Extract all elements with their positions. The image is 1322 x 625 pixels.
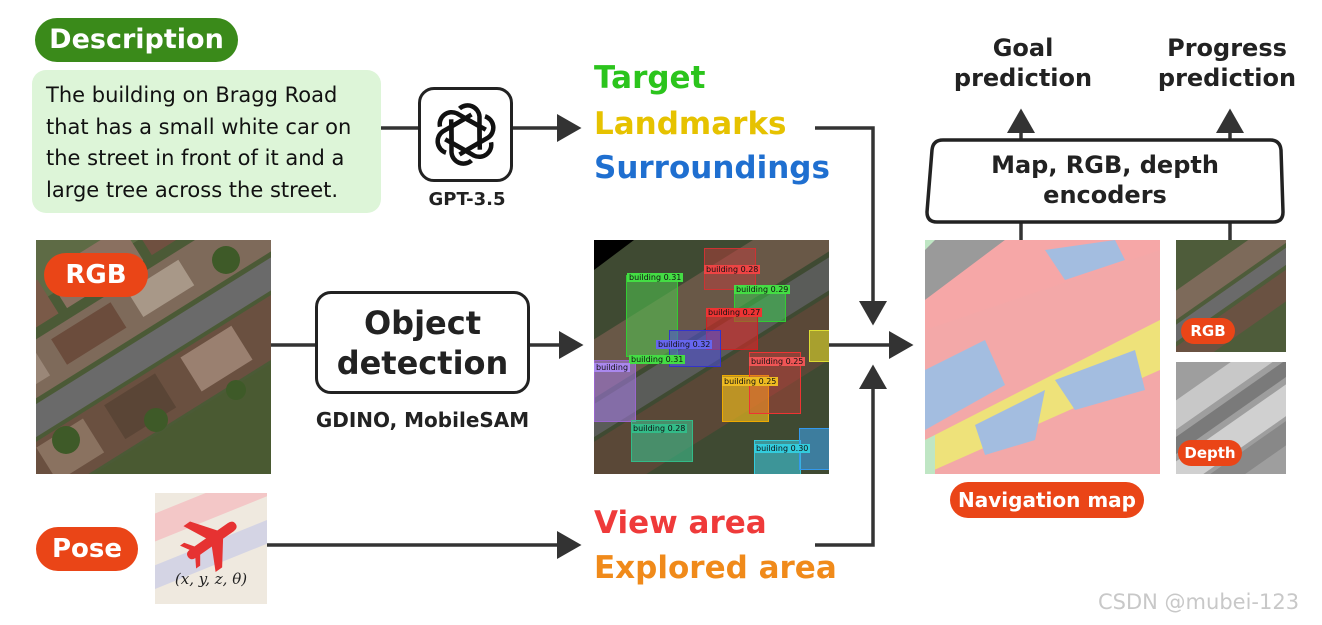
- encoders-line: Map, RGB, depth: [991, 151, 1219, 179]
- rgb-aerial-image: [36, 240, 271, 474]
- description-line: the street in front of it and a: [46, 146, 345, 170]
- description-line: large tree across the street.: [46, 177, 339, 202]
- detection-mask: [809, 330, 829, 362]
- landmarks-word: Landmarks: [594, 106, 787, 142]
- detection-label: building 0.31: [629, 355, 686, 364]
- pose-caption: (x, y, z, θ): [174, 570, 248, 588]
- encoders-label: Map, RGB, depth encoders: [960, 150, 1250, 210]
- detection-label: building 0.32: [656, 340, 713, 349]
- encoders-line: encoders: [1043, 181, 1167, 209]
- object-detection-title: Object: [363, 304, 482, 342]
- description-text-box: The building on Bragg Road that has a sm…: [32, 70, 381, 213]
- object-detection-box: Object detection: [315, 291, 530, 394]
- progress-prediction-label: Progress prediction: [1152, 33, 1302, 93]
- airplane-icon: [180, 521, 237, 572]
- watermark: CSDN @mubei-123: [1098, 590, 1300, 614]
- small-rgb-label: RGB: [1181, 318, 1235, 344]
- surroundings-word: Surroundings: [594, 150, 830, 186]
- pose-image: [155, 493, 267, 604]
- pose-label: Pose: [36, 527, 138, 571]
- gpt-label: GPT-3.5: [428, 189, 506, 210]
- explored-area-word: Explored area: [594, 550, 837, 586]
- object-detection-title: detection: [336, 344, 509, 382]
- goal-prediction-label: Goal prediction: [948, 33, 1098, 93]
- object-detection-models: GDINO, MobileSAM: [315, 408, 530, 432]
- openai-logo-icon: [435, 103, 496, 166]
- gpt-box: [418, 87, 513, 182]
- navigation-map-label: Navigation map: [950, 482, 1144, 518]
- navigation-map-image: [925, 240, 1160, 474]
- description-line: that has a small white car on: [46, 114, 352, 139]
- target-word: Target: [594, 60, 706, 96]
- detection-label: building: [594, 363, 631, 372]
- goal-line: prediction: [953, 64, 1093, 92]
- detection-label: building 0.29: [734, 285, 791, 294]
- pose-map-background: [155, 493, 267, 600]
- detection-result-image: building 0.31 building 0.28 building 0.2…: [594, 240, 829, 474]
- progress-line: Progress: [1167, 34, 1287, 62]
- description-label: Description: [35, 18, 238, 62]
- detection-label: building 0.27: [706, 308, 763, 317]
- small-depth-label: Depth: [1178, 440, 1242, 466]
- description-line: The building on Bragg Road: [46, 83, 338, 107]
- detection-label: building 0.25: [749, 357, 806, 366]
- detection-label: building 0.28: [704, 265, 761, 274]
- detection-label: building 0.25: [722, 377, 779, 386]
- encoder-trapezoid: [925, 138, 1285, 224]
- detection-label: building 0.30: [754, 444, 811, 453]
- view-area-word: View area: [594, 505, 767, 541]
- detection-label: building 0.28: [631, 424, 688, 433]
- detection-label: building 0.31: [627, 273, 684, 282]
- goal-line: Goal: [992, 34, 1054, 62]
- progress-line: prediction: [1157, 64, 1297, 92]
- rgb-label: RGB: [44, 253, 148, 297]
